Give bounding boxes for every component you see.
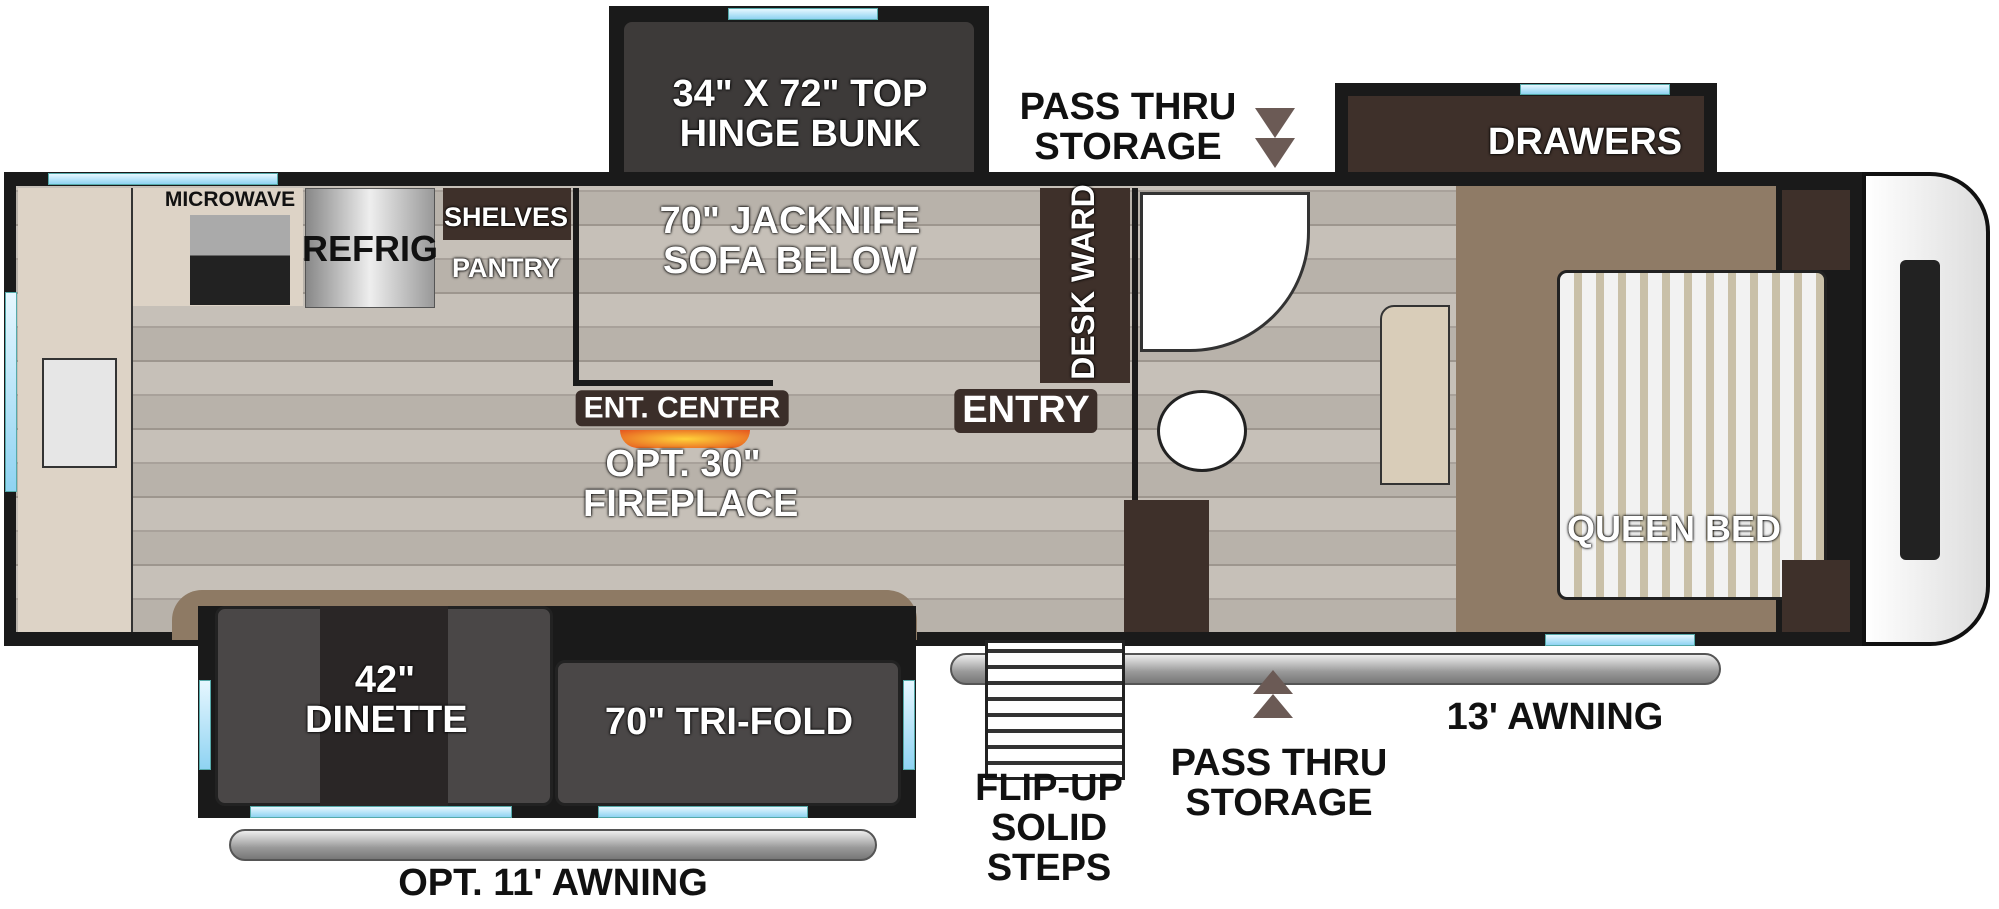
ent-center-label: ENT. CENTER <box>575 390 789 426</box>
awning-11-label: OPT. 11' AWNING <box>398 862 708 905</box>
bunk-label: 34" X 72" TOP HINGE BUNK <box>672 73 928 155</box>
window <box>250 806 512 818</box>
arrow-up-icon <box>1253 694 1293 718</box>
window <box>5 292 17 492</box>
queen-bed <box>1557 270 1827 600</box>
fireplace-icon <box>620 430 750 448</box>
trifold-label: 70" TRI-FOLD <box>604 701 854 744</box>
trifold-sofa <box>555 660 901 806</box>
stove-icon <box>190 215 290 305</box>
awning-11 <box>229 829 877 861</box>
dinette-label: 42" DINETTE <box>305 659 468 741</box>
bath-sink-icon <box>1380 305 1450 485</box>
arrow-down-icon <box>1255 108 1295 138</box>
wall <box>573 188 579 383</box>
pantry-label: PANTRY <box>452 252 560 283</box>
dinette-table <box>320 606 448 806</box>
arrow-down-icon <box>1255 138 1295 168</box>
pass-thru-storage-bottom-label: PASS THRU STORAGE <box>1170 742 1388 824</box>
nightstand <box>1782 190 1850 270</box>
window <box>199 680 211 770</box>
desk-ward-label: DESK WARD <box>1065 184 1102 380</box>
front-cap <box>1862 172 1990 646</box>
wall <box>573 380 773 386</box>
window <box>1520 84 1670 95</box>
desk-wardrobe <box>1040 188 1130 383</box>
fireplace-label: OPT. 30" FIREPLACE <box>583 443 799 525</box>
queen-bed-label: QUEEN BED <box>1566 508 1782 550</box>
refrigerator <box>305 188 435 308</box>
refrig-label: REFRIG <box>301 228 439 270</box>
window <box>728 8 878 20</box>
awning-13-label: 13' AWNING <box>1446 696 1664 739</box>
arrow-up-icon <box>1253 670 1293 694</box>
window <box>598 806 808 818</box>
window <box>1545 634 1695 646</box>
flip-up-steps-label: FLIP-UP SOLID STEPS <box>975 767 1123 889</box>
steps-cabinet <box>1124 500 1209 632</box>
entry-label: ENTRY <box>954 389 1098 433</box>
drawers-label: DRAWERS <box>1487 121 1683 164</box>
flip-up-steps <box>985 640 1125 780</box>
nightstand <box>1782 560 1850 632</box>
microwave-label: MICROWAVE <box>164 187 296 211</box>
logo <box>1900 260 1940 560</box>
shelves-label: SHELVES <box>443 201 569 232</box>
pass-thru-storage-top-label: PASS THRU STORAGE <box>1019 86 1237 168</box>
top-hinge-bunk <box>624 22 974 197</box>
jackknife-sofa-label: 70" JACKNIFE SOFA BELOW <box>659 200 921 282</box>
toilet-icon <box>1157 390 1247 472</box>
sink-icon <box>42 358 117 468</box>
wall <box>1132 188 1138 638</box>
window <box>903 680 915 770</box>
window <box>48 173 278 185</box>
shelves-cabinet <box>443 188 571 240</box>
